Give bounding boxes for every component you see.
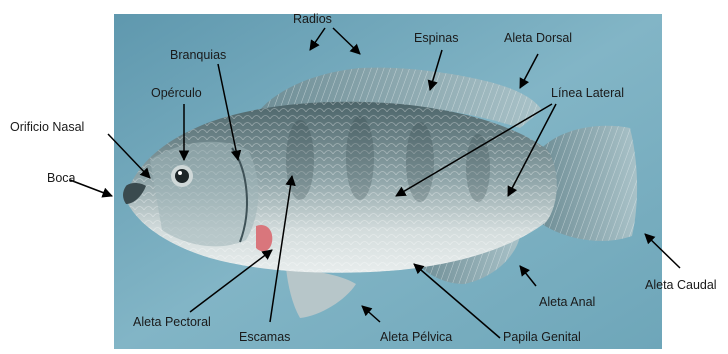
arrow-boca [70,180,112,196]
label-linea-lateral: Línea Lateral [551,86,624,100]
label-aleta-pelvica: Aleta Pélvica [380,330,452,344]
label-papila-genital: Papila Genital [503,330,581,344]
label-branquias: Branquias [170,48,226,62]
label-operculo: Opérculo [151,86,202,100]
label-escamas: Escamas [239,330,290,344]
label-aleta-dorsal: Aleta Dorsal [504,31,572,45]
label-aleta-anal: Aleta Anal [539,295,595,309]
label-orificio-nasal: Orificio Nasal [10,120,84,134]
operculum-shape [150,142,258,247]
label-aleta-caudal: Aleta Caudal [645,278,717,292]
label-radios: Radios [293,12,332,26]
label-espinas: Espinas [414,31,458,45]
label-boca: Boca [47,171,76,185]
label-aleta-pectoral: Aleta Pectoral [133,315,211,329]
